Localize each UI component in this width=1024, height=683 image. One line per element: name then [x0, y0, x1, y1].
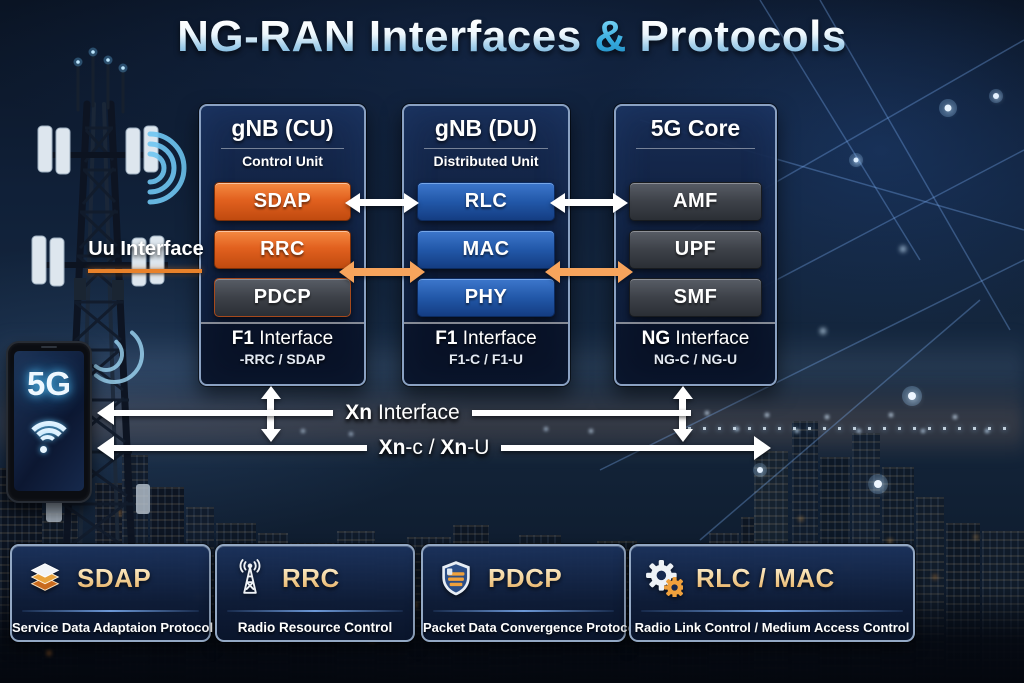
cu-du-lower-arrow	[354, 268, 410, 276]
protocol-chip-upf: UPF	[629, 230, 762, 269]
uu-interface-label: Uu Interface	[88, 238, 204, 260]
wifi-icon	[24, 421, 74, 471]
xn-label-rest: -c /	[405, 436, 441, 459]
protocol-stack: RLC MAC PHY	[417, 182, 555, 317]
arrow-line	[114, 410, 334, 416]
divider	[636, 148, 755, 149]
antenna-icon	[231, 559, 269, 597]
uu-interface-underline	[88, 269, 202, 273]
protocol-chip-mac: MAC	[417, 230, 555, 269]
protocol-chip-rrc: RRC	[214, 230, 351, 269]
protocol-chip-phy: PHY	[417, 278, 555, 317]
interface-footer: F1 Interface -RRC / SDAP	[201, 322, 364, 384]
legend-title: PDCP	[488, 562, 563, 593]
panel-title: gNB (DU)	[434, 115, 538, 141]
arrow-line	[501, 445, 755, 451]
interface-name: F1 Interface	[201, 328, 364, 350]
panel-subtitle: Control Unit	[242, 153, 323, 169]
divider	[433, 610, 614, 612]
legend-subtitle: Packet Data Convergence Protocol	[423, 620, 640, 635]
protocol-chip-amf: AMF	[629, 182, 762, 221]
protocol-stack: SDAP RRC PDCP	[214, 182, 351, 317]
interface-footer: F1 Interface F1-C / F1-U	[404, 322, 568, 384]
interface-name-bold: F1	[231, 328, 254, 349]
city-lights-blue	[0, 0, 2, 2]
interface-name: NG Interface	[616, 328, 775, 350]
gnb-cu-panel: gNB (CU) Control Unit SDAP RRC PDCP F1 I…	[199, 104, 366, 386]
arrow-right-icon	[754, 436, 772, 460]
protocol-stack: AMF UPF SMF	[629, 182, 762, 317]
panel-subtitle: Distributed Unit	[433, 153, 539, 169]
xn-interface-row: Xn Interface	[97, 401, 691, 425]
legend-card-sdap: SDAP Service Data Adaptaion Protocol	[10, 544, 214, 642]
interface-name-bold: NG	[641, 328, 671, 349]
panel-title: gNB (CU)	[231, 115, 334, 141]
arrow-left-icon	[97, 401, 114, 425]
legend-header: RLC / MAC	[631, 546, 913, 602]
interface-footer: NG Interface NG-C / NG-U	[616, 322, 775, 384]
title-text: Protocols	[626, 12, 847, 61]
divider	[22, 610, 199, 612]
title-ampersand: &	[594, 12, 627, 61]
protocol-chip-sdap: SDAP	[214, 182, 351, 221]
interface-name-bold: F1	[435, 328, 458, 349]
arrow-line	[471, 410, 691, 416]
gears-icon	[645, 559, 683, 597]
protocol-chip-pdcp: PDCP	[214, 278, 351, 317]
phone-5g-label: 5G	[26, 365, 72, 402]
shield-icon	[437, 559, 475, 597]
panel-title: 5G Core	[650, 115, 741, 141]
interface-name-rest: Interface	[457, 328, 537, 349]
cu-du-upper-arrow	[360, 199, 404, 206]
interface-name-rest: Interface	[670, 328, 750, 349]
legend-card-pdcp: PDCP Packet Data Convergence Protocol	[421, 544, 640, 642]
gnb-du-panel: gNB (DU) Distributed Unit RLC MAC PHY F1…	[402, 104, 570, 386]
divider	[424, 148, 548, 149]
5g-smartphone: 5G	[6, 341, 92, 503]
xn-label-rest: -U	[467, 436, 490, 459]
5g-core-panel: 5G Core AMF UPF SMF NG Interface NG-C / …	[614, 104, 777, 386]
legend-title: RRC	[282, 562, 340, 593]
title-text: NG-RAN Interfaces	[177, 12, 595, 61]
interface-name-rest: Interface	[253, 328, 334, 349]
legend-subtitle: Radio Link Control / Medium Access Contr…	[634, 620, 910, 635]
legend-header: RRC	[217, 546, 413, 602]
phone-speaker	[41, 346, 57, 348]
xn-label-bold: Xn	[378, 436, 406, 459]
xn-label-bold: Xn	[440, 436, 468, 459]
divider	[227, 610, 403, 612]
wifi-dot-icon	[40, 446, 47, 453]
interface-variants: F1-C / F1-U	[449, 351, 523, 367]
divider	[641, 610, 903, 612]
wifi-icon	[31, 428, 67, 464]
protocol-chip-rlc: RLC	[417, 182, 555, 221]
legend-card-rrc: RRC Radio Resource Control	[215, 544, 415, 642]
interface-variants: NG-C / NG-U	[653, 351, 738, 367]
xn-label-bold: Xn	[345, 401, 373, 424]
legend-header: PDCP	[423, 546, 624, 602]
legend-title: SDAP	[77, 562, 152, 593]
legend-subtitle: Service Data Adaptaion Protocol	[12, 620, 214, 635]
xn-cu-label: Xn-c / Xn-U	[379, 436, 490, 460]
legend-subtitle: Radio Resource Control	[237, 620, 393, 635]
xn-interface-label: Xn Interface	[345, 401, 459, 425]
arrow-left-icon	[97, 436, 114, 460]
legend-card-rlc-mac: RLC / MAC Radio Link Control / Medium Ac…	[629, 544, 915, 642]
interface-variants: -RRC / SDAP	[239, 351, 326, 367]
divider	[221, 148, 344, 149]
arrow-line	[114, 445, 367, 451]
layers-icon	[26, 559, 64, 597]
legend-header: SDAP	[12, 546, 209, 602]
interface-name: F1 Interface	[404, 328, 568, 350]
xn-cu-row: Xn-c / Xn-U	[97, 436, 772, 460]
xn-label-rest: Interface	[372, 401, 460, 424]
legend-title: RLC / MAC	[696, 562, 835, 593]
wifi-icon	[37, 435, 58, 456]
du-core-upper-arrow	[565, 199, 613, 206]
page-title: NG-RAN Interfaces & Protocols	[0, 12, 1024, 62]
du-core-lower-arrow	[560, 268, 618, 276]
protocol-chip-smf: SMF	[629, 278, 762, 317]
signal-waves-icon	[147, 131, 187, 205]
light-string	[688, 427, 1018, 430]
